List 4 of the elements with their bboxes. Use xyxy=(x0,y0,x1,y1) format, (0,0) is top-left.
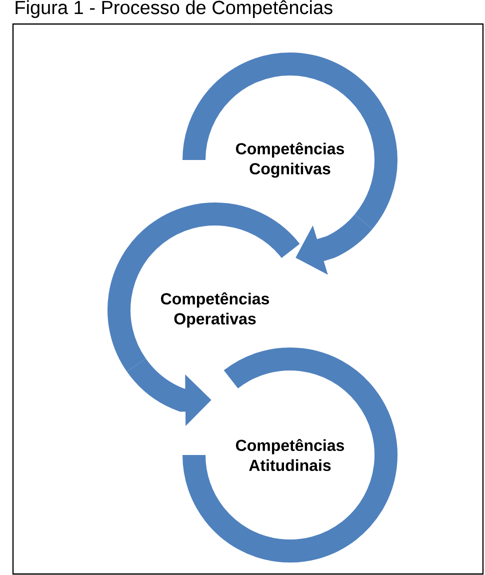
ring: Competências Operativas xyxy=(108,202,300,372)
ring: Competências Atitudinais xyxy=(182,348,398,562)
ring: Competências Cognitivas xyxy=(182,52,398,229)
figure-title: Figura 1 - Processo de Competências xyxy=(16,0,332,18)
